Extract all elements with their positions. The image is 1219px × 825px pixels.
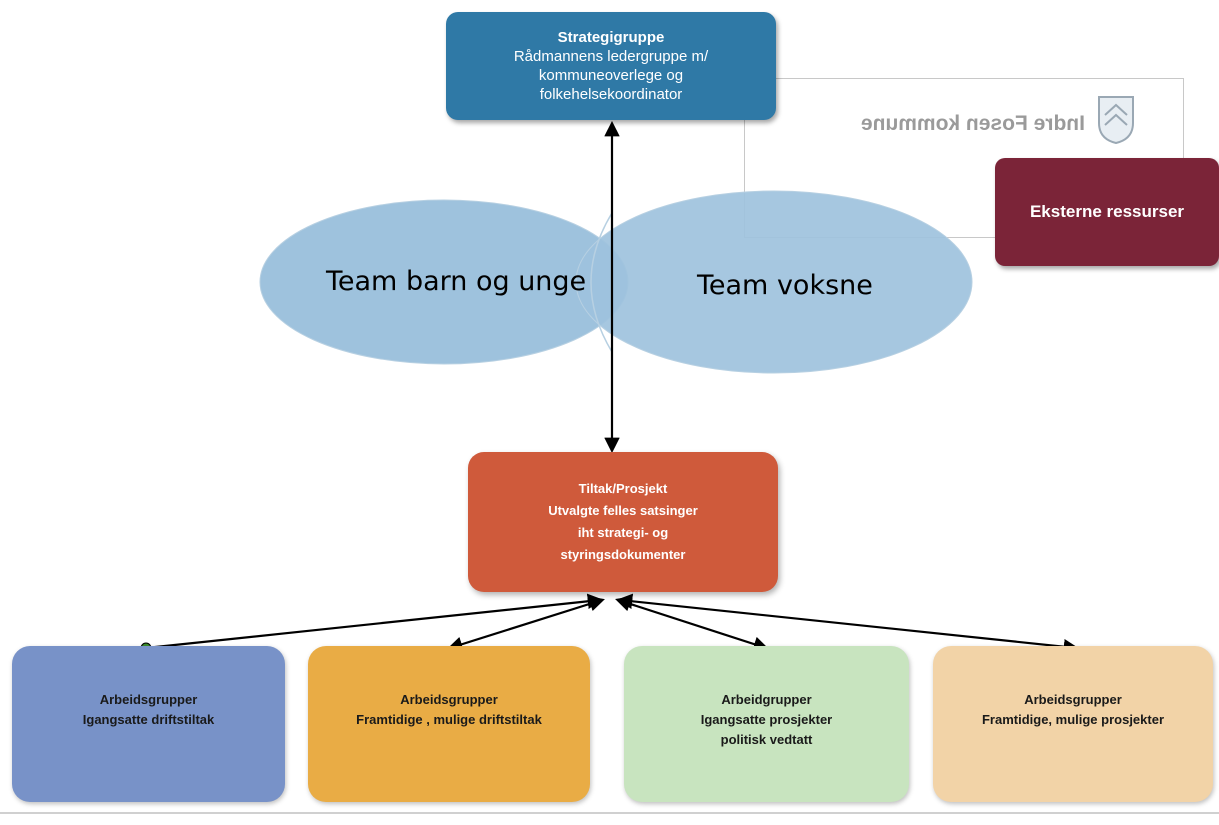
workgroup-2-line-1: Framtidige , mulige driftstiltak <box>356 712 542 727</box>
workgroup-3-line-1: Igangsatte prosjekter <box>700 712 833 727</box>
connector-tiltak-work1 <box>145 593 604 650</box>
workgroup-box-4: Arbeidsgrupper Framtidige, mulige prosje… <box>933 646 1213 802</box>
external-label: Eksterne ressurser <box>1029 202 1185 221</box>
workgroup-2-title: Arbeidsgrupper <box>400 692 498 707</box>
strategy-group-box: Strategigruppe Rådmannens ledergruppe m/… <box>446 12 776 120</box>
coat-of-arms-icon <box>1098 96 1134 145</box>
connector-tiltak-work4 <box>616 593 1080 655</box>
external-resources-box: Eksterne ressurser <box>995 158 1219 266</box>
ellipse-overlap-edge <box>590 212 613 353</box>
tiltak-project-box: Tiltak/Prosjekt Utvalgte felles satsinge… <box>468 452 778 592</box>
workgroup-3-line-2: politisk vedtatt <box>720 732 813 747</box>
tiltak-line-1: Utvalgte felles satsinger <box>548 503 698 518</box>
strategy-line-1: Rådmannens ledergruppe m/ <box>513 48 709 65</box>
workgroup-3-title: Arbeidgrupper <box>721 692 812 707</box>
workgroup-4-line-1: Framtidige, mulige prosjekter <box>981 712 1165 727</box>
tiltak-title: Tiltak/Prosjekt <box>578 481 668 496</box>
workgroup-4-title: Arbeidsgrupper <box>1024 692 1122 707</box>
strategy-line-3: folkehelsekoordinator <box>539 86 683 103</box>
strategy-title: Strategigruppe <box>557 29 665 46</box>
workgroup-1-line-1: Igangsatte driftstiltak <box>82 712 215 727</box>
workgroup-box-2: Arbeidsgrupper Framtidige , mulige drift… <box>308 646 590 802</box>
tiltak-line-2: iht strategi- og <box>577 525 669 540</box>
workgroup-box-1: Arbeidsgrupper Igangsatte driftstiltak <box>12 646 285 802</box>
workgroup-box-3: Arbeidgrupper Igangsatte prosjekter poli… <box>624 646 909 802</box>
team-adults-ellipse <box>575 190 973 374</box>
strategy-line-2: kommuneoverlege og <box>538 67 684 84</box>
connector-tiltak-work2 <box>447 596 605 652</box>
workgroup-1-title: Arbeidsgrupper <box>99 692 198 707</box>
team-adults-label: Team voksne <box>697 270 873 301</box>
tiltak-line-3: styringsdokumenter <box>560 547 686 562</box>
team-children-label: Team barn og unge <box>326 266 587 297</box>
page-bottom-rule <box>0 812 1219 814</box>
